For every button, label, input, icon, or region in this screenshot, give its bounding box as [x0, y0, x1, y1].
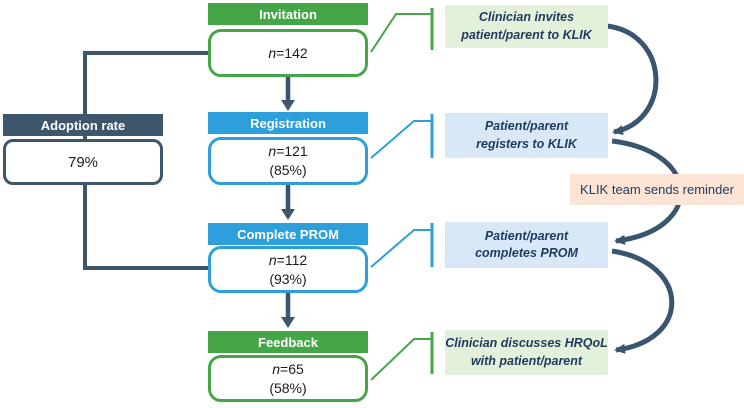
- callout-bracket-prom: [370, 223, 434, 268]
- annotation-patient-registers: Patient/parent registers to KLIK: [445, 113, 608, 158]
- annotation-patient-completes: Patient/parent completes PROM: [445, 222, 608, 268]
- stage-percentage: (85%): [269, 162, 307, 178]
- loop-arrow-prom-feedback: [611, 248, 675, 354]
- flow-arrow-invitation-registration: [281, 77, 295, 111]
- flow-arrow-prom-feedback: [281, 293, 295, 328]
- annotation-line: Clinician invites: [478, 10, 575, 24]
- n-value: n=65: [272, 360, 304, 377]
- n-value: n=142: [268, 44, 308, 61]
- stage-count-complete-prom: n=112 (93%): [208, 246, 368, 293]
- stage-percentage: (58%): [269, 379, 307, 396]
- stage-header-complete-prom: Complete PROM: [208, 223, 368, 245]
- callout-bracket-registration: [370, 114, 434, 159]
- annotation-line: Clinician discusses HRQoL: [445, 336, 608, 350]
- stage-header-invitation: Invitation: [208, 3, 368, 25]
- loop-arrow-invite-register: [606, 23, 659, 136]
- stage-count-registration: n=121 (85%): [208, 137, 368, 185]
- n-value: n=121: [268, 143, 308, 160]
- stage-header-feedback: Feedback: [208, 331, 368, 353]
- flow-arrow-registration-prom: [281, 185, 295, 220]
- callout-bracket-feedback: [370, 332, 434, 381]
- annotation-line: completes PROM: [475, 246, 578, 260]
- annotation-line: Patient/parent: [484, 119, 569, 133]
- stage-header-registration: Registration: [208, 112, 368, 134]
- adoption-rate-header: Adoption rate: [3, 114, 163, 136]
- annotation-line: registers to KLIK: [476, 136, 577, 151]
- annotation-line: patient/parent to KLIK: [461, 27, 592, 42]
- stage-percentage: (93%): [269, 270, 307, 287]
- stage-count-feedback: n=65 (58%): [208, 355, 368, 402]
- adoption-rate-value: 79%: [3, 139, 163, 185]
- annotation-line: Patient/parent: [484, 228, 569, 243]
- callout-bracket-invitation: [370, 8, 434, 53]
- reminder-note: KLIK team sends reminder: [570, 174, 744, 205]
- annotation-clinician-discusses: Clinician discusses HRQoL with patient/p…: [445, 330, 608, 375]
- annotation-clinician-invites: Clinician invites patient/parent to KLIK: [445, 5, 608, 48]
- annotation-line: with patient/parent: [470, 353, 583, 368]
- n-value: n=112: [268, 251, 308, 268]
- stage-count-invitation: n=142: [208, 29, 368, 77]
